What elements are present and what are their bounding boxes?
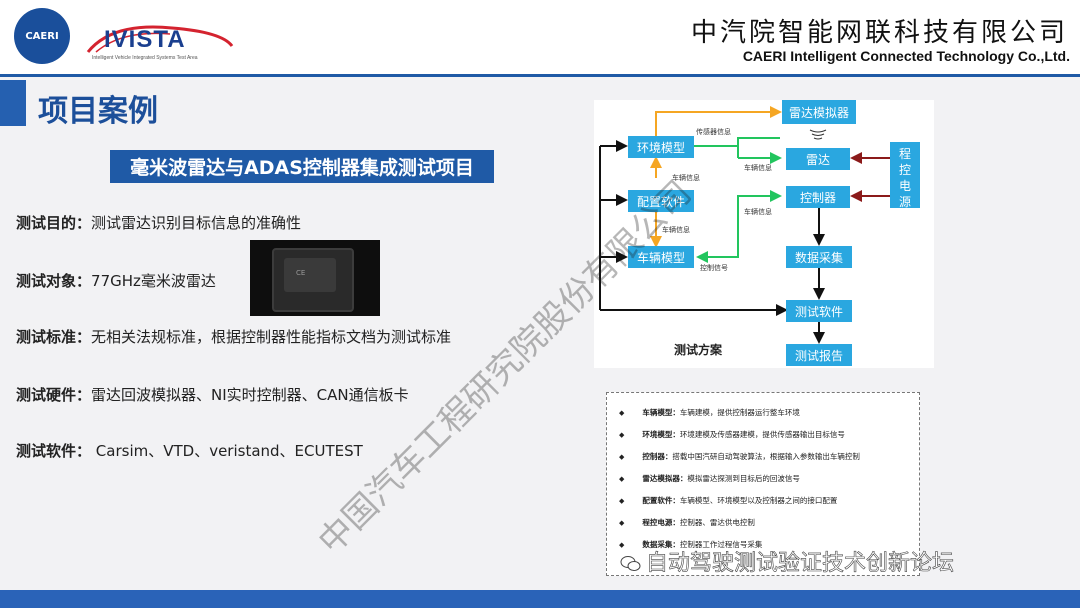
svg-text:车辆模型: 车辆模型 bbox=[637, 250, 685, 265]
label-vehicle-info-2: 车辆信息 bbox=[744, 163, 772, 172]
svg-text:数据采集: 数据采集 bbox=[795, 250, 843, 265]
node-config-software: 配置软件 bbox=[628, 190, 694, 212]
diamond-bullet-icon: ◆ bbox=[619, 453, 625, 461]
svg-text:控: 控 bbox=[899, 163, 911, 177]
svg-text:测试软件: 测试软件 bbox=[795, 304, 843, 319]
label-vehicle-info-1: 车辆信息 bbox=[672, 173, 700, 182]
header-bar: CAERI IVISTA Intelligent Vehicle Integra… bbox=[0, 0, 1080, 76]
node-env-model: 环境模型 bbox=[628, 136, 694, 158]
svg-text:源: 源 bbox=[899, 195, 911, 209]
ivista-logo: IVISTA Intelligent Vehicle Integrated Sy… bbox=[82, 22, 242, 62]
green-connectors bbox=[694, 137, 782, 263]
node-vehicle-model: 车辆模型 bbox=[628, 246, 694, 268]
label-control-signal: 控制信号 bbox=[700, 263, 728, 272]
svg-text:雷达模拟器: 雷达模拟器 bbox=[789, 106, 849, 120]
svg-text:控制器: 控制器 bbox=[800, 191, 836, 205]
node-radar-simulator: 雷达模拟器 bbox=[782, 100, 856, 124]
legend-item: ◆雷达模拟器：模拟雷达探测到目标后的回波信号 bbox=[619, 474, 800, 483]
node-test-software: 测试软件 bbox=[786, 300, 852, 322]
company-name-cn: 中汽院智能网联科技有限公司 bbox=[690, 18, 1068, 48]
info-row-hardware: 测试硬件：雷达回波模拟器、NI实时控制器、CAN通信板卡 bbox=[16, 386, 409, 404]
label-vehicle-info-3: 车辆信息 bbox=[744, 207, 772, 216]
project-title-box: 毫米波雷达与ADAS控制器集成测试项目 bbox=[110, 150, 494, 183]
diamond-bullet-icon: ◆ bbox=[619, 497, 625, 505]
caeri-seal-logo: CAERI bbox=[14, 8, 70, 64]
title-accent-bar bbox=[0, 80, 26, 126]
legend-item: ◆环境模型：环境建模及传感器建模，提供传感器输出目标信号 bbox=[619, 430, 845, 439]
page-title: 项目案例 bbox=[38, 94, 158, 129]
radar-marking: CE bbox=[296, 269, 306, 277]
svg-text:配置软件: 配置软件 bbox=[637, 195, 685, 209]
red-connectors bbox=[850, 152, 890, 202]
legend-item: ◆配置软件：车辆模型、环境模型以及控制器之间的接口配置 bbox=[619, 496, 838, 505]
radar-photo: CE bbox=[250, 240, 380, 316]
diamond-bullet-icon: ◆ bbox=[619, 409, 625, 417]
svg-text:电: 电 bbox=[899, 179, 911, 193]
node-power-supply: 程 控 电 源 bbox=[890, 142, 920, 209]
legend-item: ◆控制器：搭载中国汽研自动驾驶算法，根据输入参数输出车辆控制 bbox=[619, 452, 860, 461]
diamond-bullet-icon: ◆ bbox=[619, 431, 625, 439]
node-radar: 雷达 bbox=[786, 148, 850, 170]
legend-item: ◆程控电源：控制器、雷达供电控制 bbox=[619, 518, 755, 527]
info-row-standard: 测试标准：无相关法规标准，根据控制器性能指标文档为测试标准 bbox=[16, 328, 452, 346]
svg-text:环境模型: 环境模型 bbox=[637, 140, 685, 155]
test-scheme-diagram: 环境模型 配置软件 车辆模型 雷达模拟器 雷达 控制器 数据采集 测试软件 测试… bbox=[594, 100, 934, 368]
ivista-wordmark: IVISTA bbox=[104, 26, 186, 53]
swoosh-icon bbox=[86, 25, 234, 53]
company-name-en: CAERI Intelligent Connected Technology C… bbox=[742, 48, 1070, 64]
wechat-source-tag: 自动驾驶测试验证技术创新论坛 bbox=[620, 545, 954, 577]
ivista-subtitle: Intelligent Vehicle Integrated Systems T… bbox=[92, 55, 198, 61]
diagram-caption: 测试方案 bbox=[674, 342, 723, 357]
info-row-purpose: 测试目的：测试雷达识别目标信息的准确性 bbox=[16, 214, 302, 232]
svg-text:测试报告: 测试报告 bbox=[795, 348, 843, 363]
node-data-acquisition: 数据采集 bbox=[786, 246, 852, 268]
diamond-bullet-icon: ◆ bbox=[619, 519, 625, 527]
radar-face bbox=[284, 258, 336, 292]
header-divider bbox=[0, 74, 1080, 77]
svg-text:雷达: 雷达 bbox=[806, 153, 830, 167]
info-row-software: 测试软件： Carsim、VTD、veristand、ECUTEST bbox=[16, 442, 363, 460]
legend-item: ◆数据采集：控制器工作过程信号采集 bbox=[619, 540, 763, 549]
label-vehicle-info-4: 车辆信息 bbox=[662, 225, 690, 234]
orange-connectors bbox=[650, 106, 782, 248]
node-test-report: 测试报告 bbox=[786, 344, 852, 366]
footer-bar bbox=[0, 590, 1080, 608]
legend-box: ◆车辆模型：车辆建模，提供控制器运行整车环境 ◆环境模型：环境建模及传感器建模，… bbox=[606, 392, 920, 576]
black-connectors bbox=[599, 140, 825, 344]
diamond-bullet-icon: ◆ bbox=[619, 541, 625, 549]
diamond-bullet-icon: ◆ bbox=[619, 475, 625, 483]
svg-text:程: 程 bbox=[899, 146, 911, 161]
radar-wave-icon bbox=[809, 129, 827, 140]
legend-item: ◆车辆模型：车辆建模，提供控制器运行整车环境 bbox=[619, 408, 800, 417]
wechat-icon bbox=[620, 556, 641, 571]
info-row-object: 测试对象：77GHz毫米波雷达 bbox=[16, 272, 216, 290]
wechat-source-text: 自动驾驶测试验证技术创新论坛 bbox=[646, 551, 955, 577]
node-controller: 控制器 bbox=[786, 186, 850, 208]
label-sensor-signal: 传感器信息 bbox=[696, 127, 731, 136]
project-title: 毫米波雷达与ADAS控制器集成测试项目 bbox=[130, 157, 474, 179]
